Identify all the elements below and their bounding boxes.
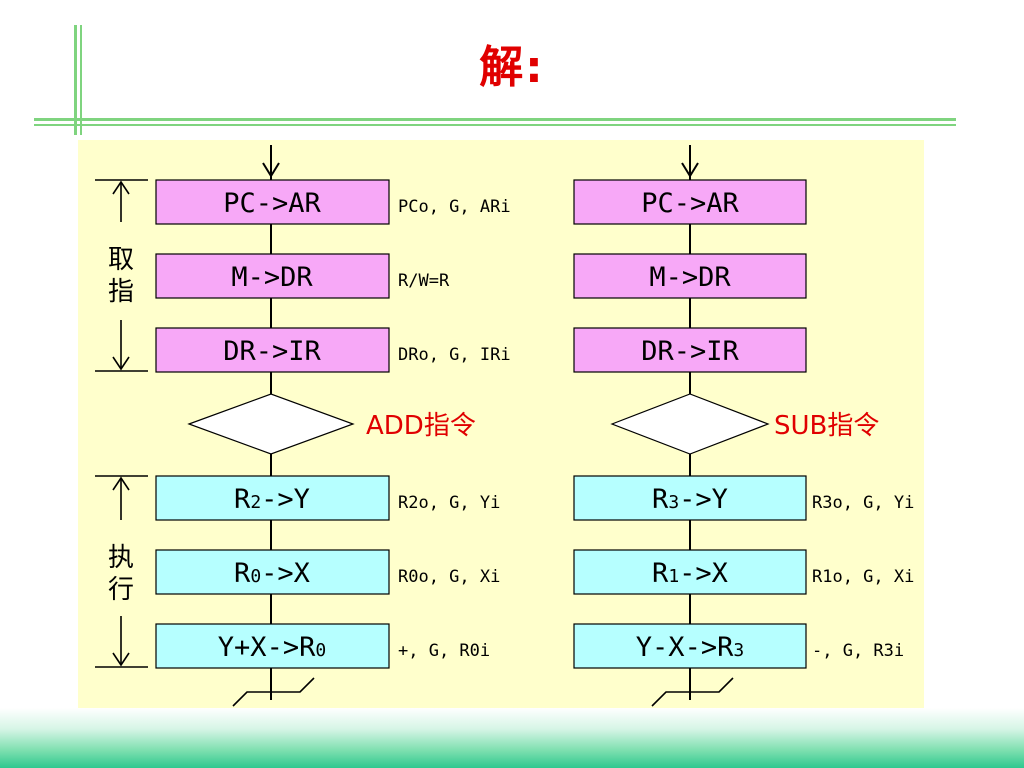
exec-signal-1: R2o, G, Yi [398,493,500,513]
instruction-label: SUB指令 [774,411,879,441]
fetch-box-3: DR->IR [573,327,807,373]
exec-box-2: R1->X [573,549,807,595]
fetch-box-2: M->DR [155,253,390,299]
execute-phase-char-2: 行 [108,575,134,605]
exec-box-2-label: R0->X [234,558,310,589]
decision-diamond [610,393,770,455]
fetch-phase-char-1: 取 [108,245,134,275]
left-vertical-rule [74,25,77,135]
exec-box-3-label: Y+X->R0 [218,632,326,663]
exec-box-3: Y+X->R0 [155,623,390,669]
left-vertical-rule-2 [80,25,82,135]
fetch-signal-1: PCo, G, ARi [398,197,511,217]
execute-phase-char-1: 执 [108,543,134,573]
fetch-box-1-label: PC->AR [641,188,739,219]
exec-box-1: R3->Y [573,475,807,521]
exec-signal-1: R3o, G, Yi [812,493,914,513]
fetch-box-2-label: M->DR [649,262,731,293]
fetch-phase-char-2: 指 [108,277,134,307]
fetch-box-1-label: PC->AR [223,188,321,219]
fetch-box-2-label: M->DR [231,262,313,293]
fetch-phase-bracket: 取 指 [95,179,148,372]
exec-box-1: R2->Y [155,475,390,521]
exec-signal-2: R0o, G, Xi [398,567,500,587]
exec-box-1-label: R3->Y [652,484,728,515]
right-flow: PC->AR M->DR DR->IR SUB指令 R3->Y R1->X Y-… [573,145,914,707]
execute-phase-bracket: 执 行 [95,475,148,668]
fetch-box-1: PC->AR [573,179,807,225]
exec-box-1-label: R2->Y [234,484,310,515]
fetch-box-3: DR->IR [155,327,390,373]
exec-box-3-label: Y-X->R3 [636,632,744,663]
title-underline-rule-2 [34,124,956,126]
fetch-box-2: M->DR [573,253,807,299]
exec-box-2-label: R1->X [652,558,728,589]
fetch-box-3-label: DR->IR [223,336,321,367]
exec-box-3: Y-X->R3 [573,623,807,669]
left-flow: PC->AR M->DR DR->IR PCo, G, ARi R/W=R DR… [95,145,511,707]
exec-signal-3: +, G, R0i [398,641,490,661]
instruction-label: ADD指令 [366,411,476,441]
fetch-signal-3: DRo, G, IRi [398,345,511,365]
fetch-box-3-label: DR->IR [641,336,739,367]
end-connector [651,677,734,707]
exec-signal-3: -, G, R3i [812,641,904,661]
fetch-box-1: PC->AR [155,179,390,225]
page-title: 解: [479,42,545,93]
bottom-gradient-band [0,708,1024,768]
exec-box-2: R0->X [155,549,390,595]
fetch-signal-2: R/W=R [398,271,450,291]
end-connector [232,677,315,707]
decision-diamond [187,393,355,455]
exec-signal-2: R1o, G, Xi [812,567,914,587]
title-underline-rule [34,118,956,121]
